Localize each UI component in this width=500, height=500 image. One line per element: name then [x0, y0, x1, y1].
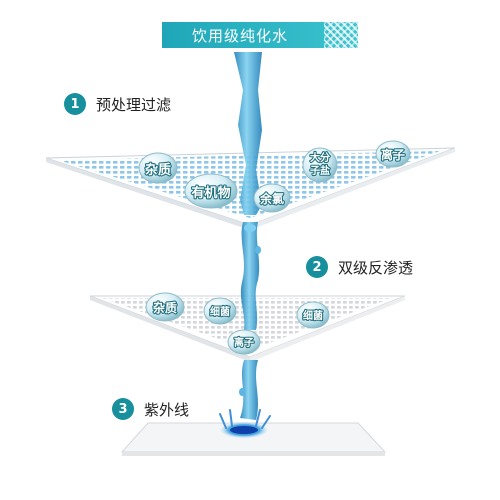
svg-text:细菌: 细菌 [303, 309, 323, 322]
splash [218, 409, 271, 439]
drop: 细菌 [203, 297, 237, 325]
drop: 离子 [375, 140, 411, 168]
svg-text:离子: 离子 [234, 336, 254, 349]
drop: 余氯 [253, 183, 291, 213]
step-1-label: 预处理过滤 [96, 95, 172, 114]
svg-text:离子: 离子 [381, 147, 405, 162]
water-stream [234, 52, 262, 420]
drop: 有机物 [184, 173, 238, 209]
svg-text:余氯: 余氯 [259, 191, 284, 206]
step-3-label: 紫外线 [144, 400, 190, 419]
svg-text:杂质: 杂质 [145, 162, 171, 178]
drop: 杂质 [145, 292, 185, 322]
svg-text:有机物: 有机物 [191, 185, 230, 201]
step-2-number: 2 [306, 256, 328, 278]
step-1-number: 1 [64, 93, 86, 115]
step-3: 3 紫外线 [112, 396, 189, 422]
step-2: 2 双级反渗透 [306, 254, 413, 280]
title-banner: 饮用级纯化水 [162, 22, 358, 48]
banner-pattern [324, 22, 358, 48]
step-2-label: 双级反渗透 [338, 258, 414, 277]
drop: 杂质 [138, 152, 178, 184]
svg-text:子盐: 子盐 [310, 164, 330, 177]
banner-title: 饮用级纯化水 [192, 27, 289, 45]
svg-text:细菌: 细菌 [210, 305, 230, 318]
svg-text:大分: 大分 [310, 151, 330, 164]
drop: 大分 子盐 [302, 147, 338, 183]
drop: 离子 [227, 329, 261, 355]
svg-text:杂质: 杂质 [153, 300, 177, 315]
step-3-number: 3 [112, 398, 134, 420]
step-1: 1 预处理过滤 [64, 91, 171, 117]
drop: 细菌 [296, 301, 330, 329]
